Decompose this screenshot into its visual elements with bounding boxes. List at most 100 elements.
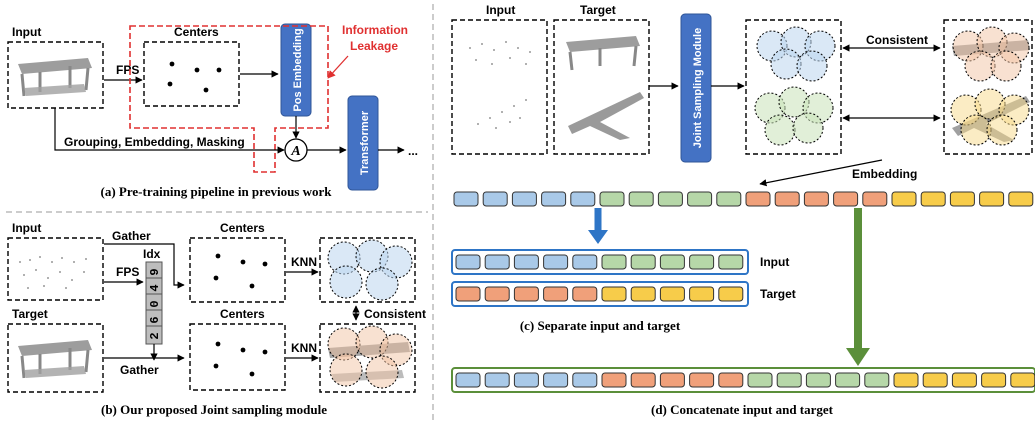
- token: [657, 191, 683, 207]
- b-centers-bottom-dots: [213, 341, 268, 377]
- cd-groups-box: [745, 19, 842, 155]
- a-ellipsis: ...: [408, 144, 418, 158]
- a-leak-line2: Leakage: [350, 39, 398, 53]
- token: [718, 286, 744, 302]
- token: [893, 372, 919, 388]
- cd-input-label: Input: [486, 3, 515, 17]
- b-group-bottom-circles: [327, 325, 413, 389]
- token: [543, 372, 569, 388]
- idx-digit: 6: [148, 316, 162, 323]
- cd-target-groups-orange: [952, 26, 1030, 82]
- token: [951, 372, 977, 388]
- token: [630, 286, 656, 302]
- token: [835, 372, 861, 388]
- cd-target-shapes: [566, 36, 644, 140]
- token: [601, 286, 627, 302]
- b-centers-bottom: Centers: [220, 307, 265, 321]
- token-row-full: [453, 191, 1034, 207]
- b-centers-top-box: [189, 237, 286, 303]
- a-grouping-label: Grouping, Embedding, Masking: [64, 135, 245, 149]
- token: [572, 372, 598, 388]
- idx-digit: 9: [148, 268, 162, 275]
- cd-joint-module: [680, 13, 712, 163]
- token: [659, 286, 685, 302]
- a-symbol: A: [290, 144, 300, 159]
- a-leakage-boundary: [129, 25, 329, 173]
- token: [659, 254, 685, 270]
- idx-digit: 0: [148, 300, 162, 307]
- a-fps-label: FPS: [116, 63, 139, 77]
- token: [599, 191, 625, 207]
- token: [862, 191, 888, 207]
- b-fps-label: FPS: [116, 265, 139, 279]
- token: [716, 191, 742, 207]
- cd-row-target-label: Target: [760, 287, 796, 301]
- panel-cd: Input Target Joint Sampling Module: [451, 3, 1035, 417]
- token: [687, 191, 713, 207]
- token: [718, 254, 744, 270]
- token: [513, 254, 539, 270]
- b-input-sparse-points: [19, 256, 87, 289]
- b-idx-label: Idx: [143, 247, 161, 261]
- token: [864, 372, 890, 388]
- token: [513, 372, 539, 388]
- token: [949, 191, 975, 207]
- token: [689, 286, 715, 302]
- token: [630, 254, 656, 270]
- token: [543, 286, 569, 302]
- cd-consistent: Consistent: [866, 33, 928, 47]
- cd-joint-module-label: Joint Sampling Module: [692, 28, 704, 148]
- b-gather-top: Gather: [112, 229, 151, 243]
- token: [628, 191, 654, 207]
- token: [484, 254, 510, 270]
- cd-input-sparse: [469, 41, 531, 129]
- b-group-bottom-box: [319, 323, 416, 393]
- cd-embedding: Embedding: [852, 167, 917, 181]
- token: [718, 372, 744, 388]
- token: [1010, 372, 1035, 388]
- cd-target-groups-yellow: [950, 88, 1030, 146]
- token: [630, 372, 656, 388]
- token: [482, 191, 508, 207]
- token: [745, 191, 771, 207]
- a-caption: (a) Pre-training pipeline in previous wo…: [101, 184, 333, 199]
- arrow-green-head: [846, 348, 870, 366]
- idx-digit: 2: [148, 332, 162, 339]
- b-target-label: Target: [12, 307, 48, 321]
- token: [601, 372, 627, 388]
- cd-groups-bottom: [754, 86, 834, 146]
- token: [747, 372, 773, 388]
- a-centers-box: [143, 41, 240, 107]
- idx-digit: 4: [148, 284, 162, 291]
- token: [774, 191, 800, 207]
- token: [541, 191, 567, 207]
- cd-target-groups-box: [943, 19, 1033, 155]
- token: [453, 191, 479, 207]
- cd-target-label: Target: [580, 3, 616, 17]
- token: [572, 254, 598, 270]
- token: [513, 286, 539, 302]
- token: [920, 191, 946, 207]
- token-row-concat: [455, 372, 1035, 388]
- token: [455, 286, 481, 302]
- token: [922, 372, 948, 388]
- cd-target-box: [553, 19, 650, 155]
- token: [601, 254, 627, 270]
- b-consistent: Consistent: [364, 307, 426, 321]
- token: [689, 372, 715, 388]
- token: [572, 286, 598, 302]
- token: [543, 254, 569, 270]
- token: [803, 191, 829, 207]
- b-idx-column: [145, 261, 163, 345]
- a-pos-embedding-label: Pos Embedding: [292, 28, 304, 111]
- a-leak-line1: Information: [342, 23, 408, 37]
- arrow-blue-head: [588, 230, 608, 244]
- token: [805, 372, 831, 388]
- a-centers-label: Centers: [174, 25, 219, 39]
- b-gather-bottom: Gather: [120, 363, 159, 377]
- a-input-label: Input: [12, 25, 41, 39]
- b-knn-bottom: KNN: [291, 341, 317, 355]
- cd-input-box: [451, 19, 548, 155]
